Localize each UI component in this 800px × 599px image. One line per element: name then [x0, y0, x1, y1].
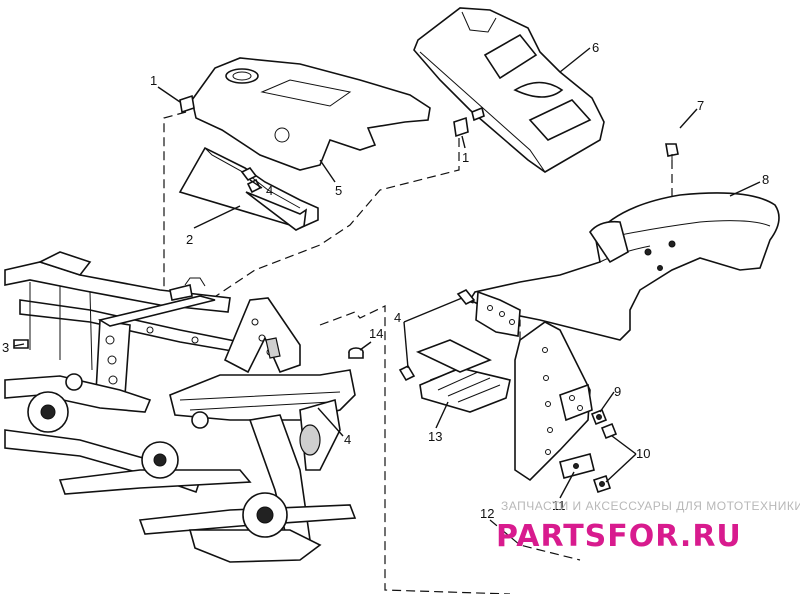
callout-7: 7 — [697, 98, 704, 113]
callout-4-frame: 4 — [344, 432, 351, 447]
part-6-rear-console — [413, 7, 605, 173]
watermark-logo: PARTSFOR.RU — [496, 519, 742, 554]
callout-2: 2 — [186, 232, 193, 247]
callout-5: 5 — [335, 183, 342, 198]
callout-6: 6 — [592, 40, 599, 55]
screw-parts-hood — [240, 166, 262, 194]
callout-13: 13 — [428, 429, 442, 444]
callout-11: 11 — [552, 498, 566, 513]
part-14-cap — [348, 347, 364, 359]
callout-10: 10 — [636, 446, 650, 461]
callout-3: 3 — [2, 340, 9, 355]
leader-lines — [13, 47, 761, 499]
part-11-bracket-plate — [559, 453, 595, 479]
fender-mount-edge — [475, 290, 521, 337]
part-12-mud-flap — [514, 321, 593, 482]
watermark: ЗАПЧАСТИ И АКСЕССУАРЫ ДЛЯ МОТОТЕХНИКИ PA… — [496, 499, 800, 554]
callout-4-fender: 4 — [394, 310, 401, 325]
chassis-frame — [4, 251, 357, 563]
callout-12: 12 — [480, 506, 494, 521]
part-5-hood-panel — [191, 57, 431, 171]
callout-labels: 1 1 2 3 4 4 4 5 6 7 8 9 10 11 12 13 14 — [2, 40, 769, 521]
part-13-footrest — [415, 339, 511, 413]
nuts-9-10 — [590, 408, 618, 494]
part-8-rear-fender — [468, 192, 780, 341]
part-7-screw — [665, 143, 679, 160]
screws-part-4-right — [398, 288, 476, 382]
callout-9: 9 — [614, 384, 621, 399]
clip-parts — [179, 94, 485, 138]
watermark-tagline: ЗАПЧАСТИ И АКСЕССУАРЫ ДЛЯ МОТОТЕХНИКИ — [501, 499, 800, 513]
callout-8: 8 — [762, 172, 769, 187]
callout-1-right: 1 — [462, 150, 469, 165]
callout-4-hood: 4 — [266, 183, 273, 198]
callout-1-left: 1 — [150, 73, 157, 88]
callout-14: 14 — [369, 326, 383, 341]
